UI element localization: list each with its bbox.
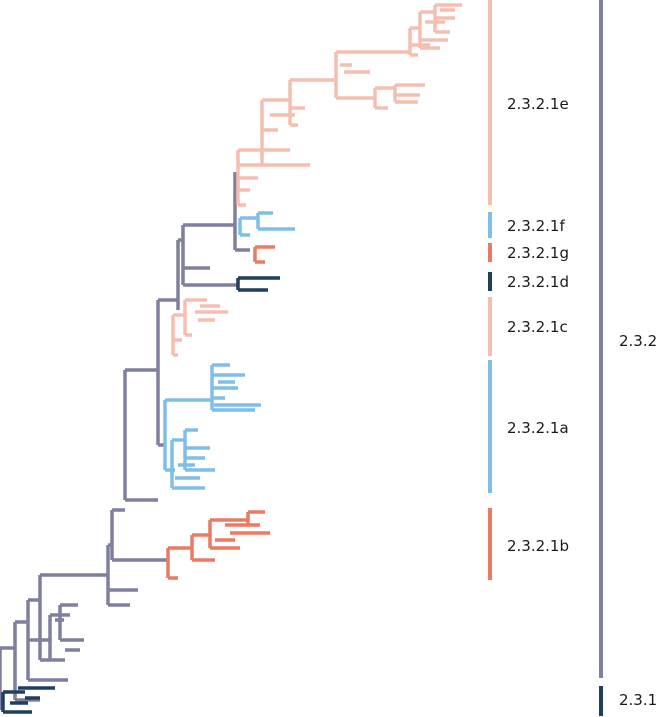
clade-label-g: 2.3.2.1g: [507, 244, 569, 262]
clade-label-b: 2.3.2.1b: [507, 537, 569, 555]
branch-clade_e-7: [373, 83, 425, 110]
branch-clade_a-13: [163, 363, 261, 472]
clade-label-f: 2.3.2.1f: [507, 217, 565, 235]
branch-backbone-3: [123, 298, 178, 502]
branch-clade_a-14: [170, 428, 215, 490]
clade-label-a: 2.3.2.1a: [507, 419, 569, 437]
branch-backbone-1: [15, 603, 84, 702]
branch-clade_b-15: [166, 510, 270, 580]
branch-clade_d-11: [236, 276, 280, 292]
branch-backbone-2: [106, 508, 168, 607]
clade-label-d: 2.3.2.1d: [507, 273, 569, 291]
tree-branches: [0, 3, 462, 714]
group-label-231: 2.3.1: [619, 691, 657, 709]
branch-clade_e-5: [236, 98, 310, 207]
branch-clade_e-6: [288, 50, 410, 127]
branch-clade_f-9: [238, 211, 295, 237]
clade-label-e: 2.3.2.1e: [507, 95, 569, 113]
clade-label-c: 2.3.2.1c: [507, 318, 568, 336]
branch-clade_231-16: [1, 686, 55, 714]
clade-bars: [488, 0, 603, 716]
branch-clade_c-12: [171, 298, 228, 357]
branch-clade_g-10: [253, 245, 275, 264]
group-label-232: 2.3.2: [619, 332, 657, 350]
branch-backbone-4: [176, 172, 250, 310]
branch-clade_e-8: [408, 3, 462, 57]
